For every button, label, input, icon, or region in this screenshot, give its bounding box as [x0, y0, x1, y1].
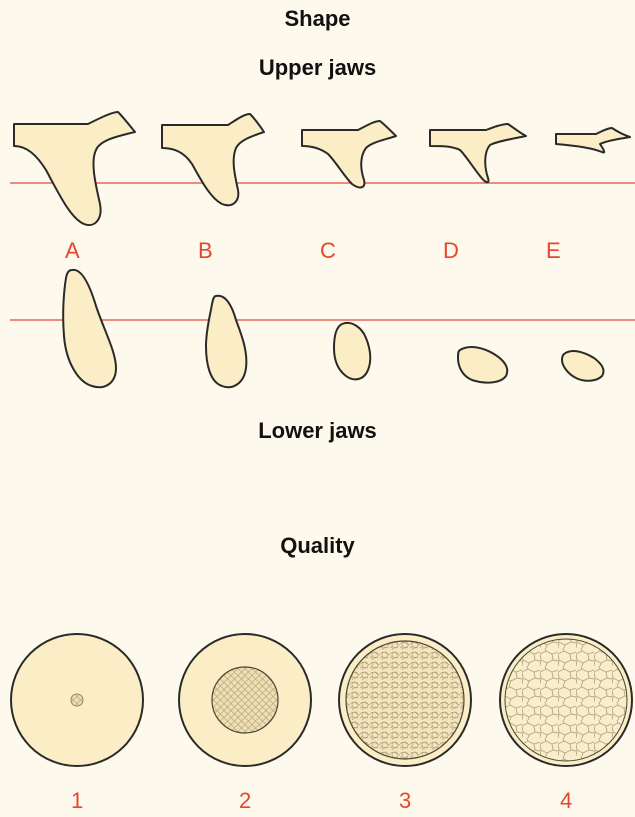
lower-jaw-shape-b	[206, 296, 246, 387]
shape-class-label-c: C	[320, 238, 336, 263]
upper-jaw-shape-a	[14, 112, 135, 225]
shape-class-label-e: E	[546, 238, 561, 263]
quality-class-label-4: 4	[560, 788, 572, 813]
quality-section-2	[179, 634, 311, 766]
quality-section-4	[500, 634, 632, 766]
shape-class-label-b: B	[198, 238, 213, 263]
quality-section-1	[11, 634, 143, 766]
shape-class-label-d: D	[443, 238, 459, 263]
upper-jaw-shape-e	[556, 128, 630, 153]
shape-class-label-a: A	[65, 238, 80, 263]
upper-jaw-shape-b	[162, 114, 264, 205]
upper-jaw-shape-c	[302, 121, 396, 187]
quality-class-label-2: 2	[239, 788, 251, 813]
quality-class-label-3: 3	[399, 788, 411, 813]
lower-jaw-shape-e	[562, 351, 604, 381]
quality-section-3	[339, 634, 471, 766]
upper-jaw-shape-d	[430, 124, 526, 182]
lower-jaw-shape-c	[334, 323, 370, 379]
quality-class-label-1: 1	[71, 788, 83, 813]
lower-jaw-shape-a	[63, 270, 116, 387]
lower-jaw-shape-d	[458, 347, 507, 383]
